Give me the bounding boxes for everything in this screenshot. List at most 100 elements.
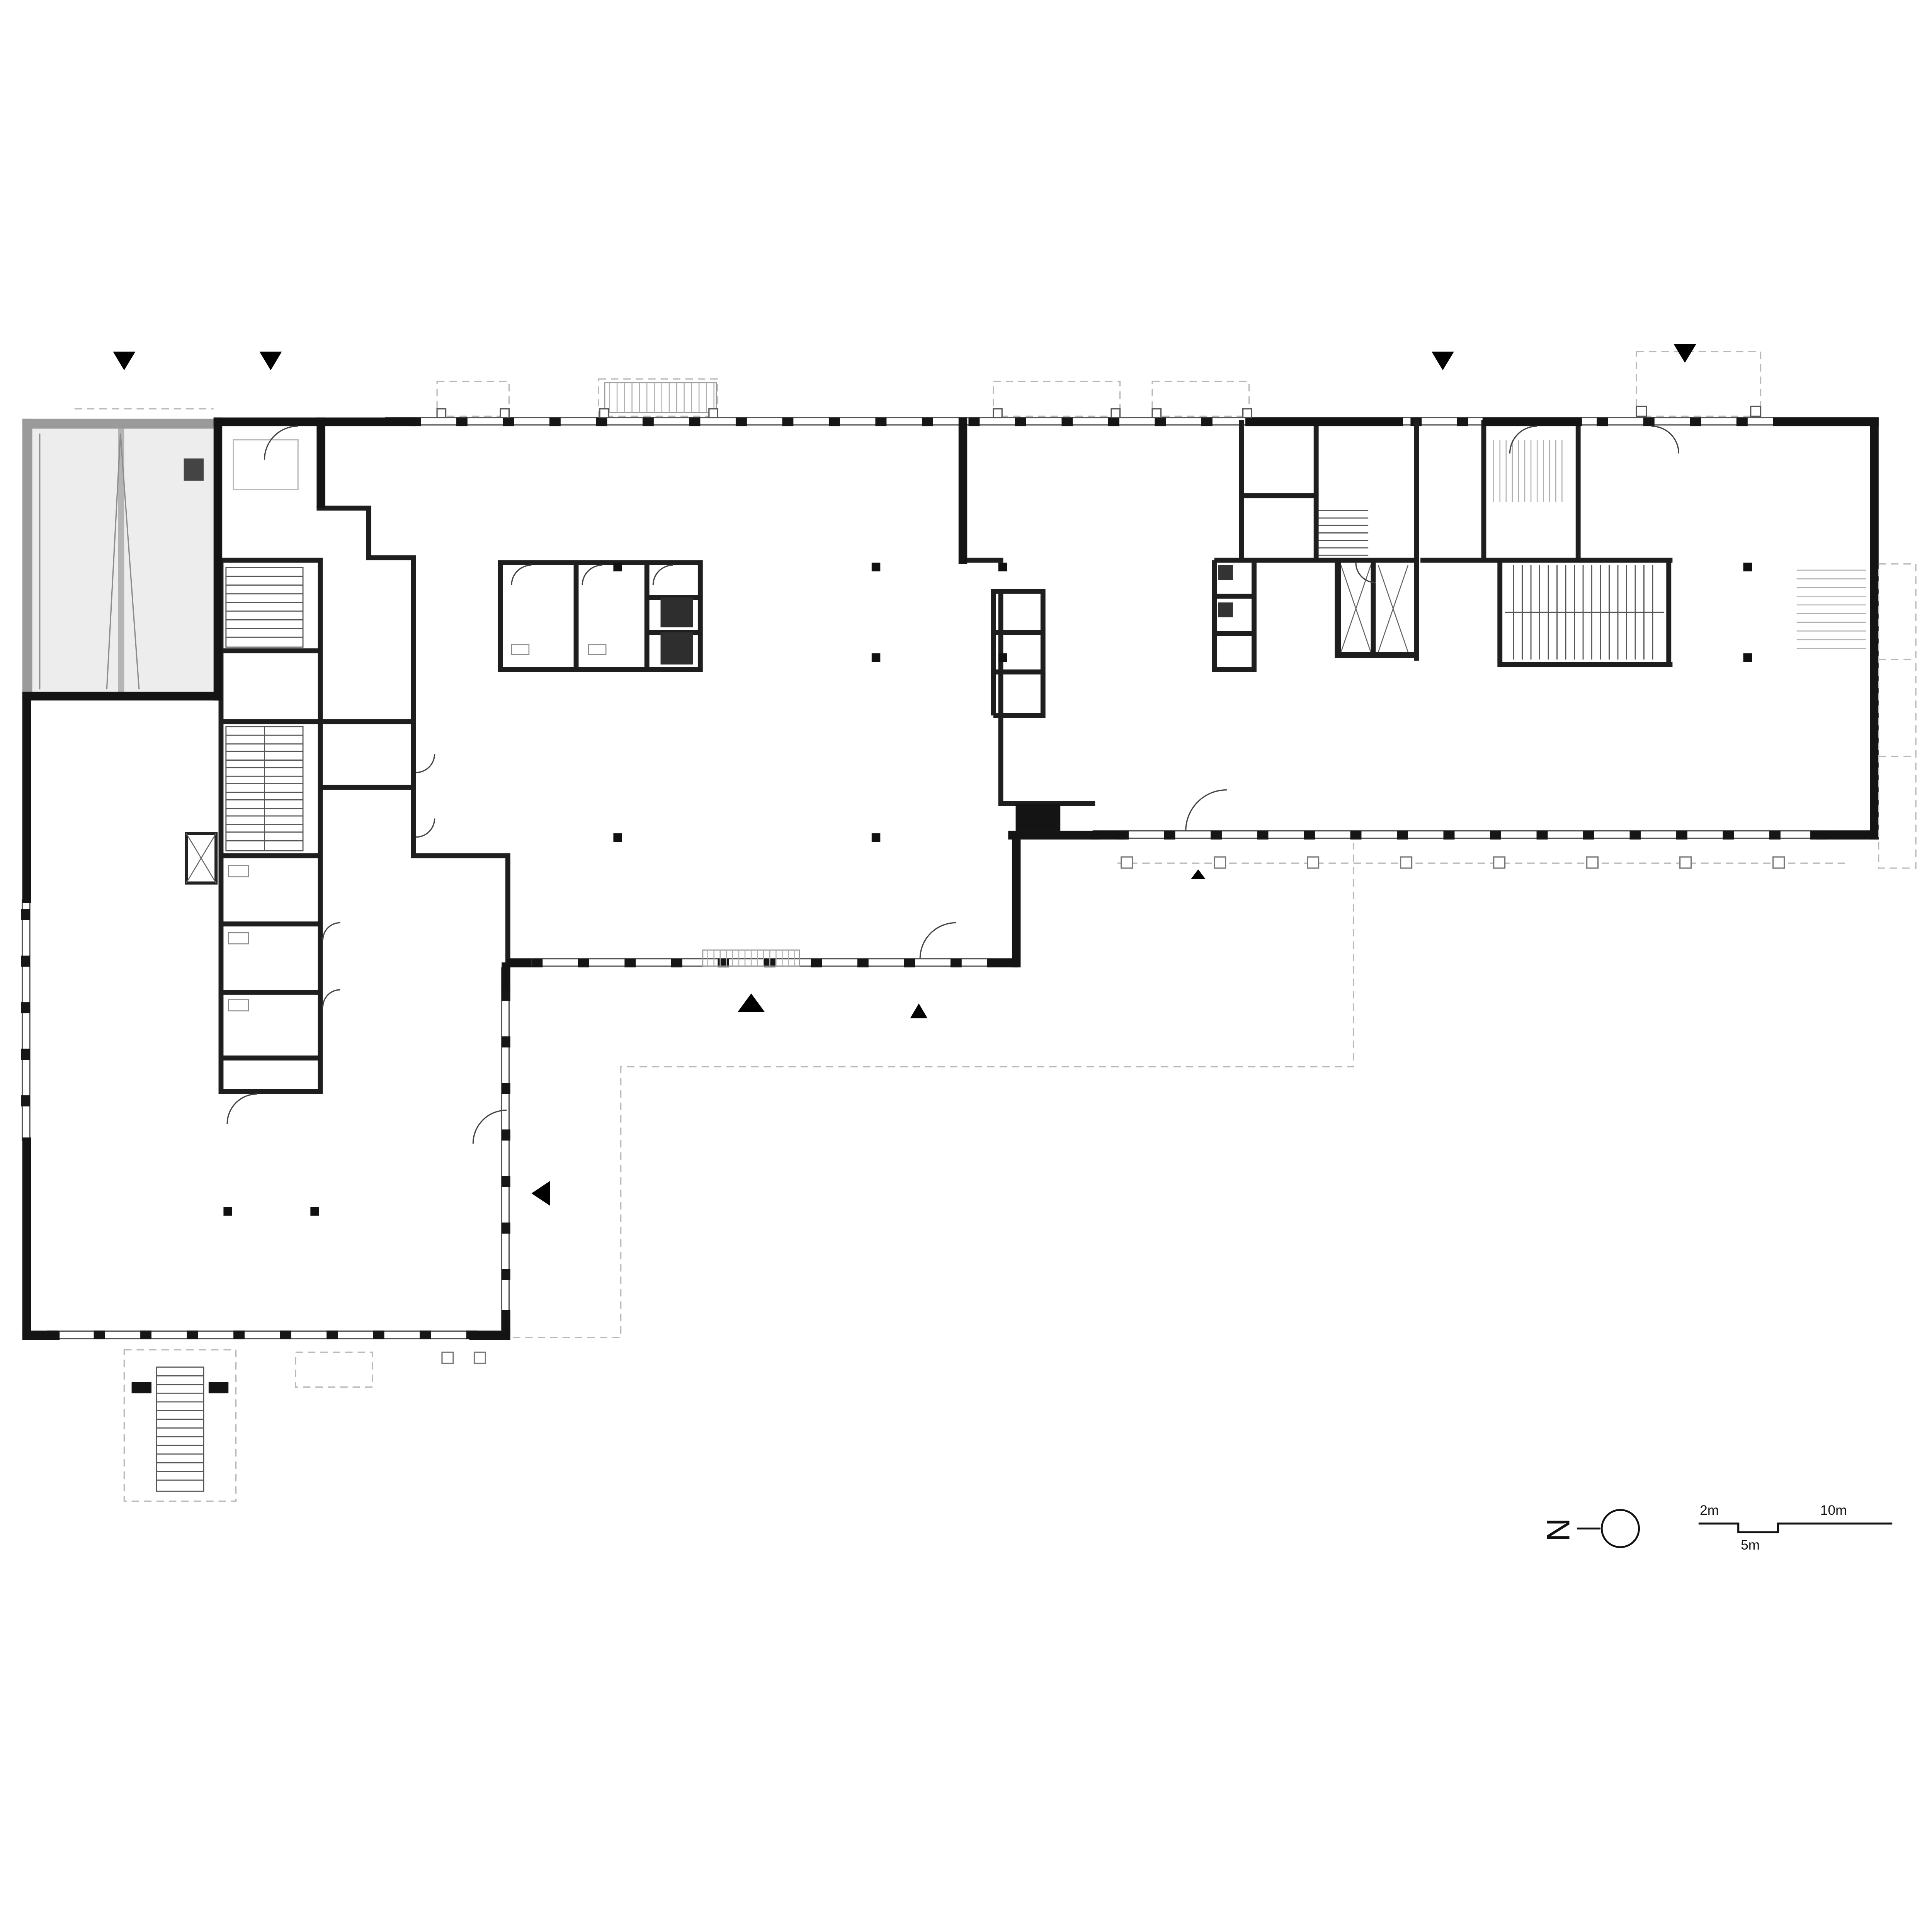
wc-dark-cell-1	[660, 597, 693, 627]
column-10	[223, 1207, 232, 1216]
terrace-post-2	[1214, 856, 1226, 869]
interior-walls-core	[216, 557, 323, 1094]
canopy-dashed-3	[993, 381, 1121, 417]
wc-fixture-2	[228, 932, 249, 945]
north-label: N	[1540, 1518, 1577, 1541]
shaft-left-walls	[991, 589, 1046, 718]
terrace-post-6	[1586, 856, 1599, 869]
column-1	[613, 562, 622, 572]
canopy-dashed-2	[598, 378, 718, 417]
scale-label-2m: 2m	[1700, 1503, 1719, 1518]
wing-elevator	[184, 832, 218, 885]
elevator-x-marks	[1340, 565, 1409, 653]
canopy-post-8	[1242, 408, 1252, 418]
door-arc-room-1	[416, 754, 435, 773]
section-marker-3	[1432, 352, 1454, 370]
canopy-dashed-5	[1636, 351, 1762, 417]
wc-fixture-3	[228, 999, 249, 1011]
exterior-wall-step	[1008, 831, 1100, 968]
canopy-post-9	[1636, 406, 1647, 417]
door-arc-core-bottom	[226, 1093, 257, 1124]
entrance-mat-lines	[707, 950, 795, 966]
terrace-post-1	[1121, 856, 1133, 869]
terrace-post-5	[1493, 856, 1506, 869]
door-arc-wing-east	[472, 1110, 507, 1144]
stair-exterior-dashed	[123, 1349, 237, 1502]
stair-exterior-treads	[156, 1375, 204, 1481]
canopy-post-10	[1750, 406, 1762, 417]
wc-fixture-1	[228, 865, 249, 877]
annex-ramp-lines	[39, 433, 140, 690]
column-11	[310, 1207, 319, 1216]
interior-walls-joint	[961, 557, 1095, 806]
column-6	[613, 833, 622, 842]
column-3	[998, 562, 1007, 572]
entrance-marker-4	[1190, 869, 1206, 879]
terrace-dashed-outline	[513, 843, 1354, 1338]
door-arc-core-2	[322, 989, 340, 1007]
terrace-post-4	[1400, 856, 1413, 869]
stair-roof-light-treads	[1796, 569, 1866, 649]
terrace-post-7	[1679, 856, 1692, 869]
stair-right-small-treads	[1318, 510, 1369, 556]
wing-elevator-x	[185, 833, 217, 884]
step-vestibule-block	[1015, 803, 1061, 831]
interior-walls-left-block	[316, 505, 510, 964]
canopy-post-4	[708, 408, 718, 418]
glazing-top	[385, 417, 1879, 426]
wc-fixture-5	[588, 644, 607, 655]
shaft-dark-cell-2	[1218, 602, 1233, 617]
canopy-grate-frame	[604, 382, 717, 413]
door-arc-core-1	[322, 922, 340, 940]
scale-bar	[1698, 1523, 1893, 1533]
glazing-bottom-right	[1092, 830, 1875, 839]
canopy-post-5	[993, 408, 1003, 418]
door-arc-entrance-right	[1185, 789, 1227, 831]
section-marker-1	[113, 352, 136, 370]
annex-wall-left	[22, 418, 32, 701]
canopy-post-7	[1151, 408, 1162, 418]
canopy-dashed-4	[1151, 381, 1250, 417]
canopy-post-6	[1111, 408, 1121, 418]
canopy-post-2	[500, 408, 510, 418]
door-arc-wc-2	[582, 564, 602, 585]
pad-dashed-bottom	[295, 1351, 373, 1388]
scale-label-10m: 10m	[1820, 1503, 1847, 1518]
wc-dark-cell-2	[660, 632, 693, 665]
column-7	[871, 833, 881, 842]
stair-wall-stub-2	[208, 1382, 229, 1393]
entrance-marker-3	[531, 1181, 550, 1206]
door-arc-room-2	[416, 818, 435, 838]
door-arc-wc-1	[511, 564, 532, 585]
entrance-marker-2	[910, 1003, 928, 1018]
room-hatch-right-top	[1493, 440, 1563, 502]
column-5	[998, 653, 1007, 662]
elevator-pair-frame	[1335, 559, 1419, 659]
pad-post-1	[441, 1351, 454, 1364]
door-arc-right-corridor	[1355, 562, 1376, 583]
stair-wall-stub-1	[131, 1382, 152, 1393]
door-arc-top-facade-2	[1651, 425, 1680, 454]
door-arc-entrance-middle	[919, 922, 956, 959]
entrance-marker-1	[737, 993, 765, 1012]
terrace-post-8	[1772, 856, 1785, 869]
section-marker-2	[259, 352, 282, 370]
annex-wall-mid	[118, 428, 124, 695]
door-arc-wc-3	[652, 564, 673, 585]
overhang-dashed-east-lines	[1878, 659, 1916, 757]
column-8	[1743, 562, 1752, 572]
stair-exterior-frame	[156, 1366, 204, 1492]
door-arc-vestibule	[264, 425, 298, 460]
section-marker-4	[1673, 344, 1696, 363]
canopy-grate-lines	[609, 382, 714, 413]
interior-walls-right-block	[1212, 420, 1673, 672]
stair-core-upper-frame	[225, 567, 304, 648]
door-arc-top-facade-1	[1509, 425, 1537, 454]
terrace-post-3	[1307, 856, 1320, 869]
north-arrow-circle	[1600, 1509, 1640, 1548]
column-2	[871, 562, 881, 572]
shaft-dark-cell-1	[1218, 565, 1233, 580]
